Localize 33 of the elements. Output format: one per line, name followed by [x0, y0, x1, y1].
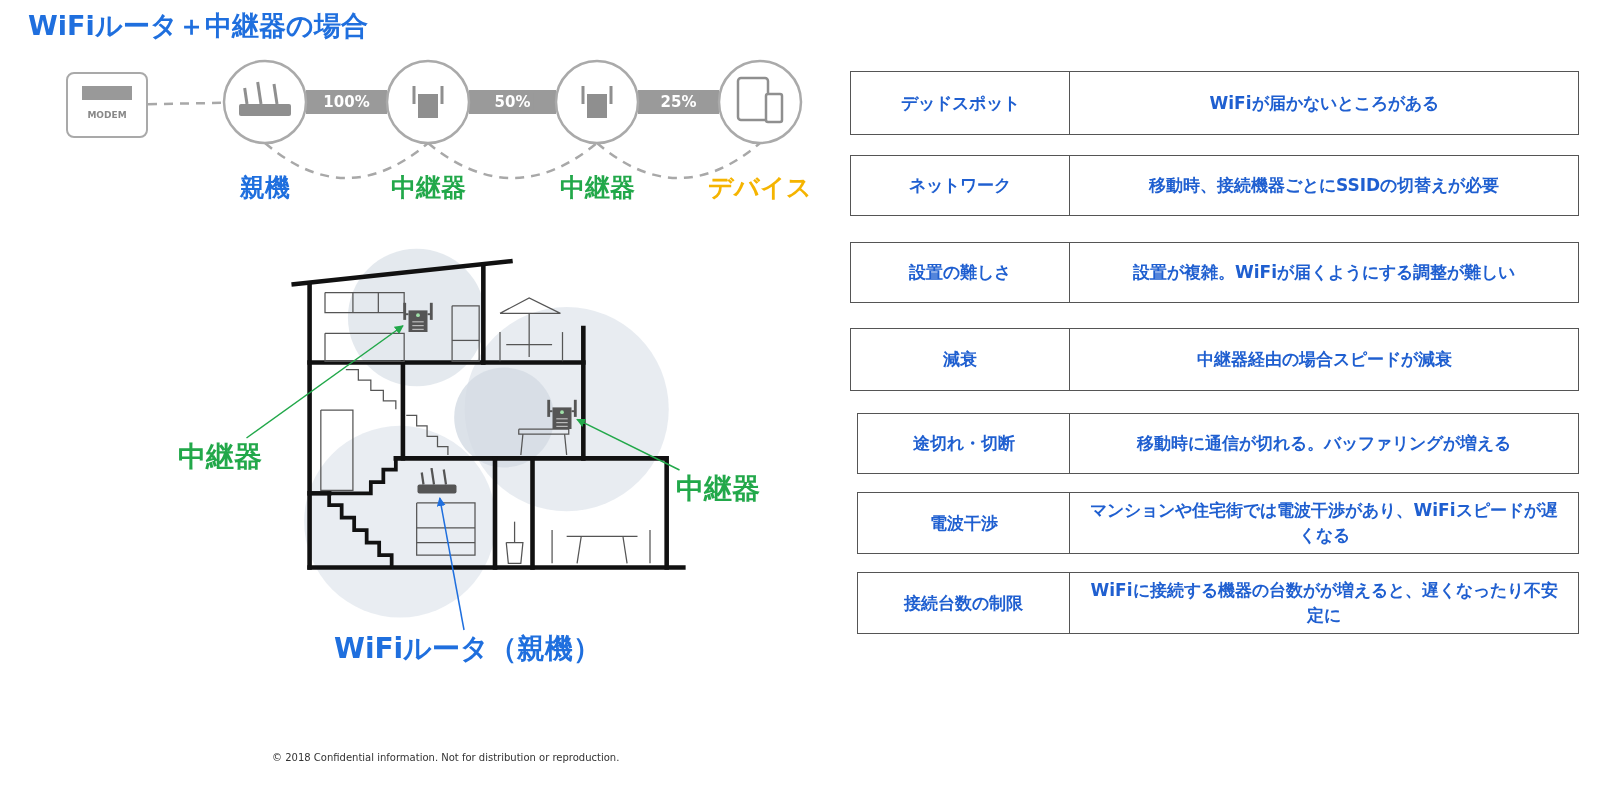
signal-band: [469, 90, 556, 114]
callout-label: 中継器: [676, 470, 760, 508]
slide-title: WiFiルータ＋中継器の場合: [28, 9, 368, 43]
table-header-cell: ネットワーク: [850, 155, 1069, 216]
table-cell: 移動時に通信が切れる。バッファリングが増える: [1069, 413, 1579, 474]
node-label: デバイス: [707, 172, 813, 204]
table-header-cell: 接続台数の制限: [857, 572, 1069, 634]
modem-box: MODEM: [66, 72, 148, 138]
node-label: 中継器: [389, 172, 467, 204]
node-label: 中継器: [558, 172, 636, 204]
leader-line: [436, 497, 465, 631]
leader-line: [576, 418, 681, 471]
footer-note: © 2018 Confidential information. Not for distribution or reproduction.: [272, 752, 620, 763]
callout-label: 中継器: [178, 438, 262, 476]
signal-band: [638, 90, 719, 114]
table-header-cell: 設置の難しさ: [850, 242, 1069, 303]
table-cell: WiFiに接続する機器の台数がが増えると、遅くなったり不安定に: [1069, 572, 1579, 634]
leader-line: [245, 325, 404, 439]
dashed-connector: [264, 142, 429, 180]
dashed-connector: [596, 142, 761, 180]
table-cell: 設置が複雑。WiFiが届くようにする調整が難しい: [1069, 242, 1579, 303]
table-header-cell: 減衰: [850, 328, 1069, 391]
signal-band: [306, 90, 387, 114]
table-cell: WiFiが届かないところがある: [1069, 71, 1579, 135]
table-header-cell: 電波干渉: [857, 492, 1069, 554]
table-cell: マンションや住宅街では電波干渉があり、WiFiスピードが遅くなる: [1069, 492, 1579, 554]
table-header-cell: デッドスポット: [850, 71, 1069, 135]
dashed-connector: [427, 142, 598, 180]
callout-label: WiFiルータ（親機）: [334, 630, 602, 668]
table-cell: 移動時、接続機器ごとにSSIDの切替えが必要: [1069, 155, 1579, 216]
table-header-cell: 途切れ・切断: [857, 413, 1069, 474]
table-cell: 中継器経由の場合スピードが減衰: [1069, 328, 1579, 391]
node-label: 親機: [239, 172, 291, 204]
